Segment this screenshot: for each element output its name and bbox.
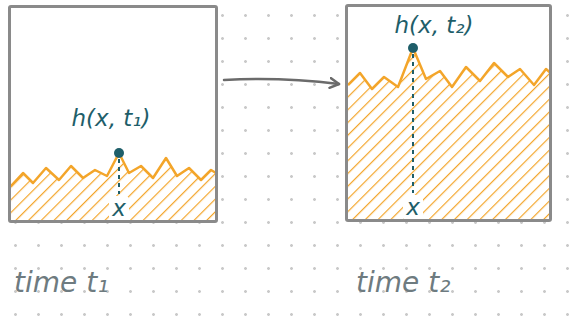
height-label: h(x, t₁) <box>69 106 154 131</box>
sketch-frame: h(x, t₂) x <box>345 4 552 222</box>
sketch-frame: h(x, t₁) x <box>8 5 218 223</box>
time-caption: time t₂ <box>356 268 450 299</box>
height-label: h(x, t₂) <box>392 13 477 38</box>
position-label: x <box>109 196 129 221</box>
surface-illustration <box>348 7 552 222</box>
position-label: x <box>403 195 423 220</box>
time-caption: time t₁ <box>14 268 108 299</box>
time-arrow <box>224 79 339 84</box>
